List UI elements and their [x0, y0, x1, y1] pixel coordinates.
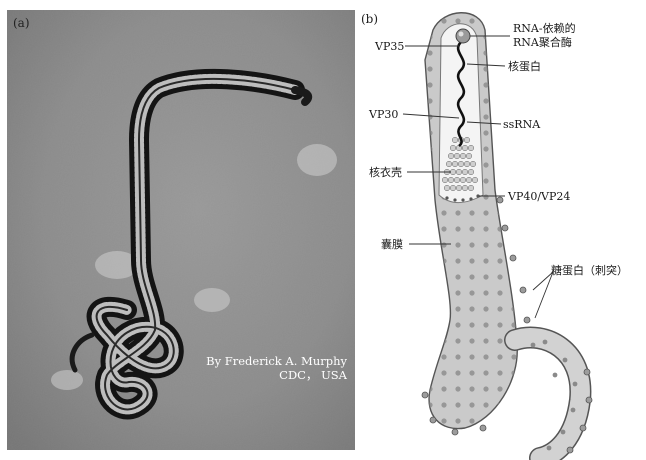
- micrograph-image: [7, 10, 355, 450]
- label-vp30: VP30: [369, 108, 398, 121]
- photo-credit-author: By Frederick A. Murphy: [197, 354, 347, 368]
- diagram-panel: (b) RNA-依赖的 RNA聚合酶 VP35 核蛋白 VP30 ssRNA 核…: [355, 0, 646, 460]
- virion-diagram: [355, 0, 646, 460]
- photo-credit: By Frederick A. Murphy CDC， USA: [197, 354, 347, 382]
- panel-a-tag: (a): [13, 16, 30, 30]
- label-envelope: 囊膜: [381, 238, 403, 251]
- label-nucleoprotein: 核蛋白: [508, 60, 541, 73]
- label-vp40-vp24: VP40/VP24: [508, 190, 570, 203]
- label-nucleocapsid: 核衣壳: [369, 166, 402, 179]
- label-rna-polymerase-line1: RNA-依赖的: [513, 22, 576, 35]
- label-ssrna: ssRNA: [503, 118, 540, 131]
- panel-b-tag: (b): [361, 12, 378, 26]
- label-rna-polymerase-line2: RNA聚合酶: [513, 36, 572, 49]
- micrograph-panel: (a) By Frederick A. Murphy CDC， USA: [7, 10, 355, 450]
- photo-credit-org: CDC， USA: [197, 368, 347, 382]
- label-vp35: VP35: [375, 40, 404, 53]
- label-glycoprotein: 糖蛋白（刺突）: [551, 264, 628, 277]
